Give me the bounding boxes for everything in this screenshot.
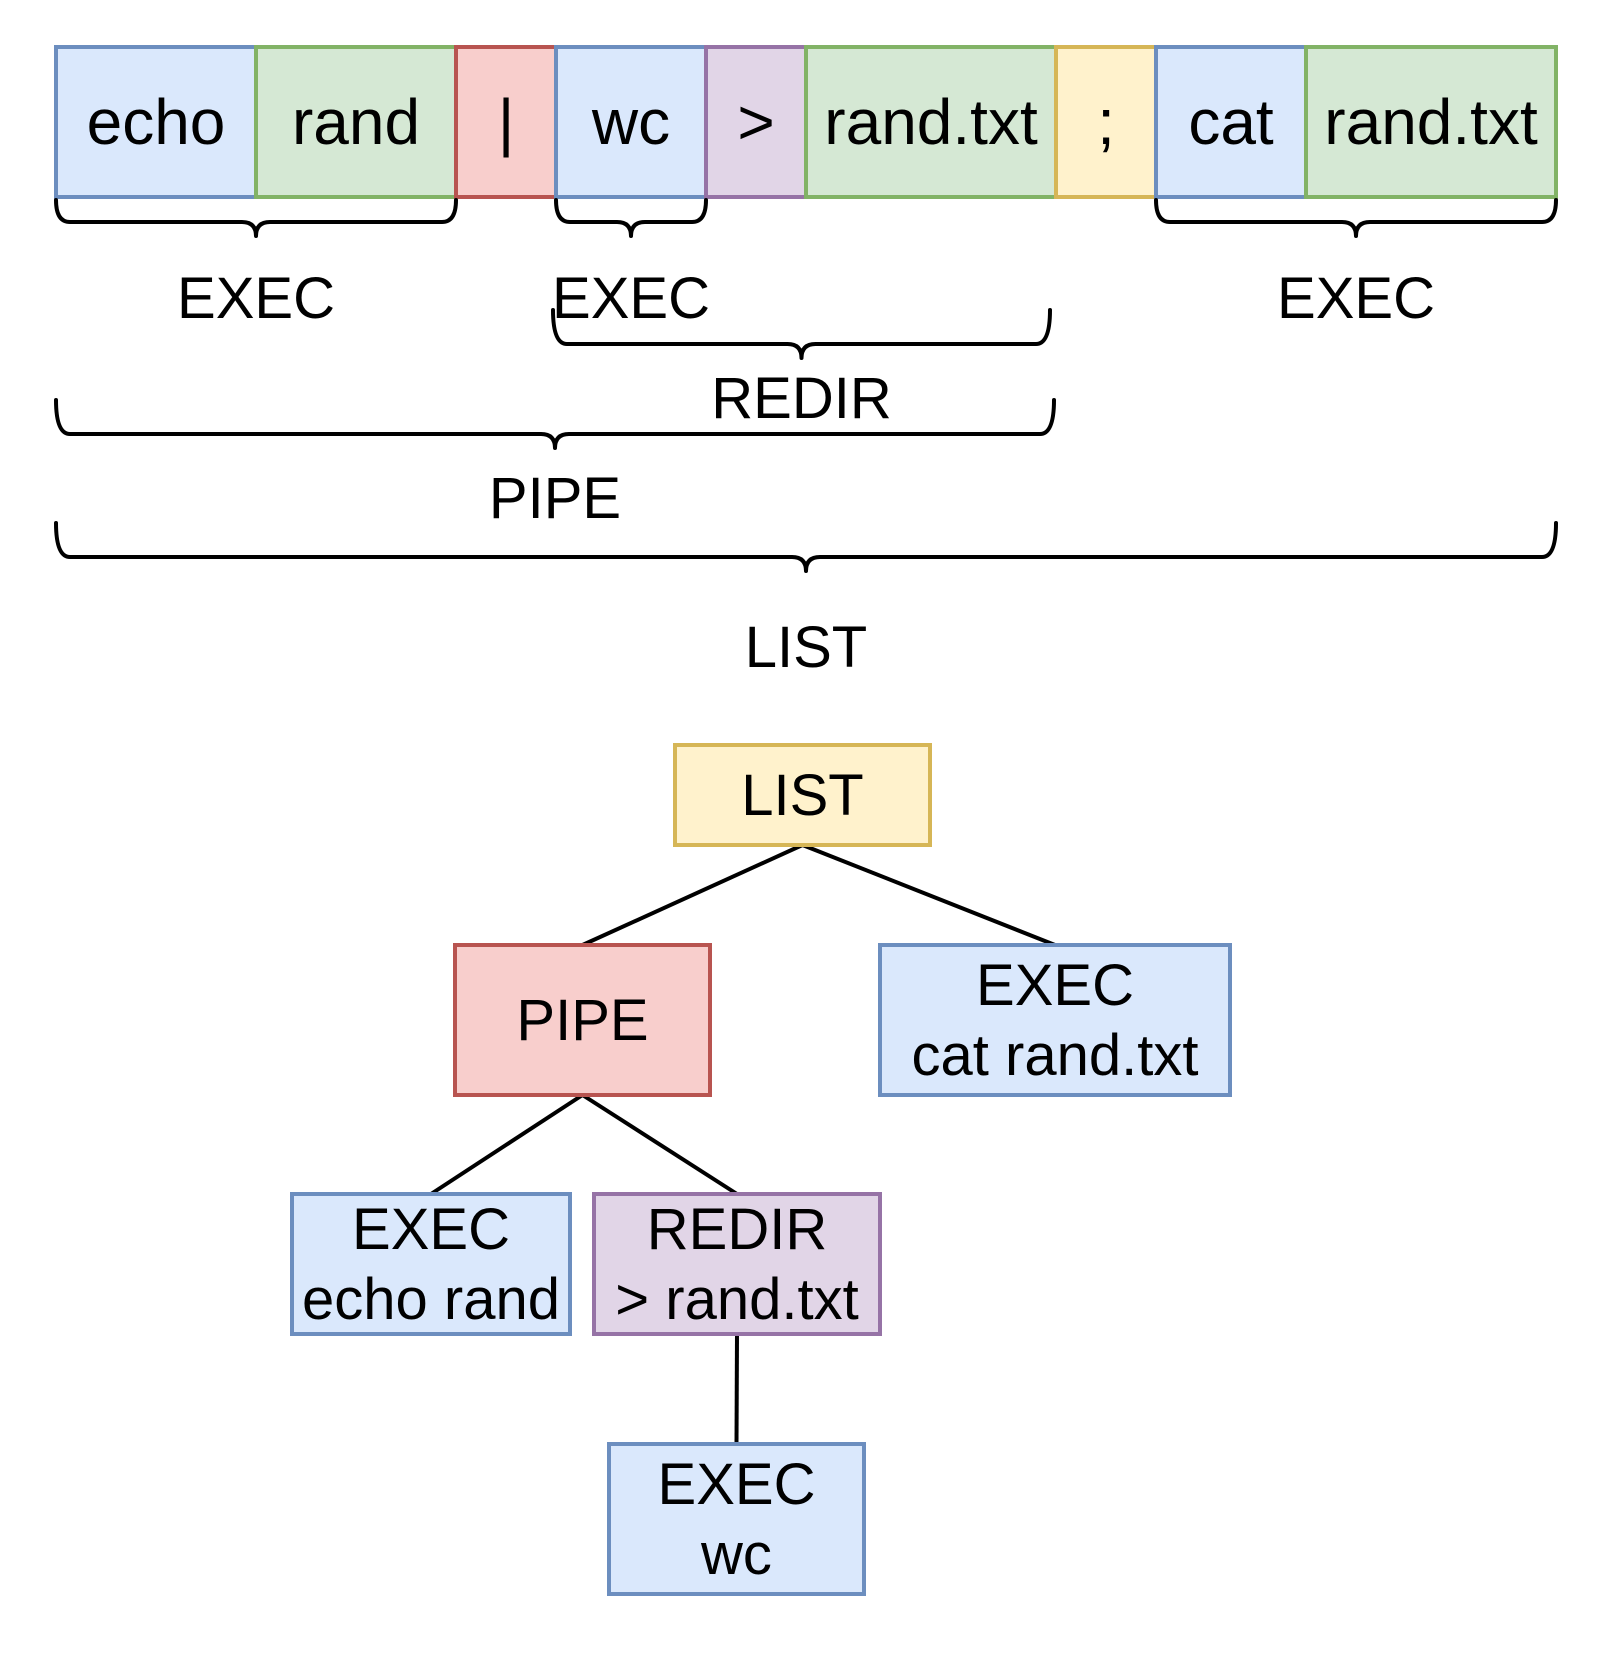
tree-node-label: echo rand <box>302 1267 560 1332</box>
token-row: echo rand | wc > rand.txt; cat rand.txt <box>54 45 1558 199</box>
span-label: EXEC <box>177 266 335 331</box>
span-exec: EXEC <box>54 198 458 331</box>
token: > <box>704 45 808 199</box>
token-box <box>1054 45 1158 199</box>
tree-edges <box>429 843 1056 1445</box>
token-label: cat <box>1188 86 1274 158</box>
tree-node-box <box>453 943 712 1097</box>
token-box <box>254 45 458 199</box>
token-box <box>54 45 258 199</box>
span-exec: EXEC <box>552 198 710 331</box>
brace <box>54 521 1558 573</box>
brace <box>1154 198 1558 238</box>
span-redir: REDIR <box>551 308 1052 431</box>
tree-edge <box>581 843 804 947</box>
token-label: rand <box>292 86 420 158</box>
token-label: wc <box>591 86 670 158</box>
tree-node-label: wc <box>700 1522 772 1587</box>
tree-node-label: cat rand.txt <box>912 1023 1199 1088</box>
token: rand.txt <box>1304 45 1558 199</box>
token: rand.txt <box>804 45 1058 199</box>
token-box <box>804 45 1058 199</box>
span-label: LIST <box>745 615 868 680</box>
token-label: > <box>737 86 774 158</box>
span-list: LIST <box>54 521 1558 680</box>
span-pipe: PIPE <box>54 398 1056 531</box>
brace <box>54 398 1056 450</box>
tree-node-box <box>290 1192 572 1336</box>
tree-edge <box>734 1333 739 1445</box>
token-label: rand.txt <box>824 86 1038 158</box>
tree-node-redir: REDIR> rand.txt <box>592 1192 882 1336</box>
tree-node-pipe: PIPE <box>453 943 712 1097</box>
token: | <box>454 45 558 199</box>
token: wc <box>554 45 708 199</box>
span-exec: EXEC <box>1154 198 1558 331</box>
brace <box>554 198 708 238</box>
tree-node-label: PIPE <box>516 988 648 1053</box>
token: ; <box>1054 45 1158 199</box>
tree-node-label: REDIR <box>647 1197 827 1262</box>
tree-edge <box>801 843 1056 947</box>
span-label: EXEC <box>552 266 710 331</box>
token-label: | <box>498 86 515 158</box>
token-box <box>1154 45 1308 199</box>
token: cat <box>1154 45 1308 199</box>
span-label: EXEC <box>1277 266 1435 331</box>
token-box <box>704 45 808 199</box>
tree-node-box <box>592 1192 882 1336</box>
tree-node-list: LIST <box>673 743 932 847</box>
token-label: rand.txt <box>1324 86 1538 158</box>
brace <box>54 198 458 238</box>
tree-edge <box>429 1093 584 1196</box>
tree-node-label: EXEC <box>352 1197 510 1262</box>
tree-node-label: EXEC <box>658 1452 816 1517</box>
span-label: REDIR <box>711 366 891 431</box>
tree-node-box <box>673 743 932 847</box>
tree-node-box <box>607 1442 866 1596</box>
token: rand <box>254 45 458 199</box>
tree-node-label: EXEC <box>976 953 1134 1018</box>
token-label: echo <box>87 86 226 158</box>
token-box <box>1304 45 1558 199</box>
token: echo <box>54 45 258 199</box>
token-box <box>454 45 558 199</box>
tree-node-label: > rand.txt <box>615 1267 858 1332</box>
tree-node-box <box>878 943 1232 1097</box>
token-label: ; <box>1097 86 1115 158</box>
tree-edge <box>581 1093 739 1196</box>
span-label: PIPE <box>489 466 621 531</box>
brace <box>551 308 1052 360</box>
tree-node-label: LIST <box>741 763 864 828</box>
